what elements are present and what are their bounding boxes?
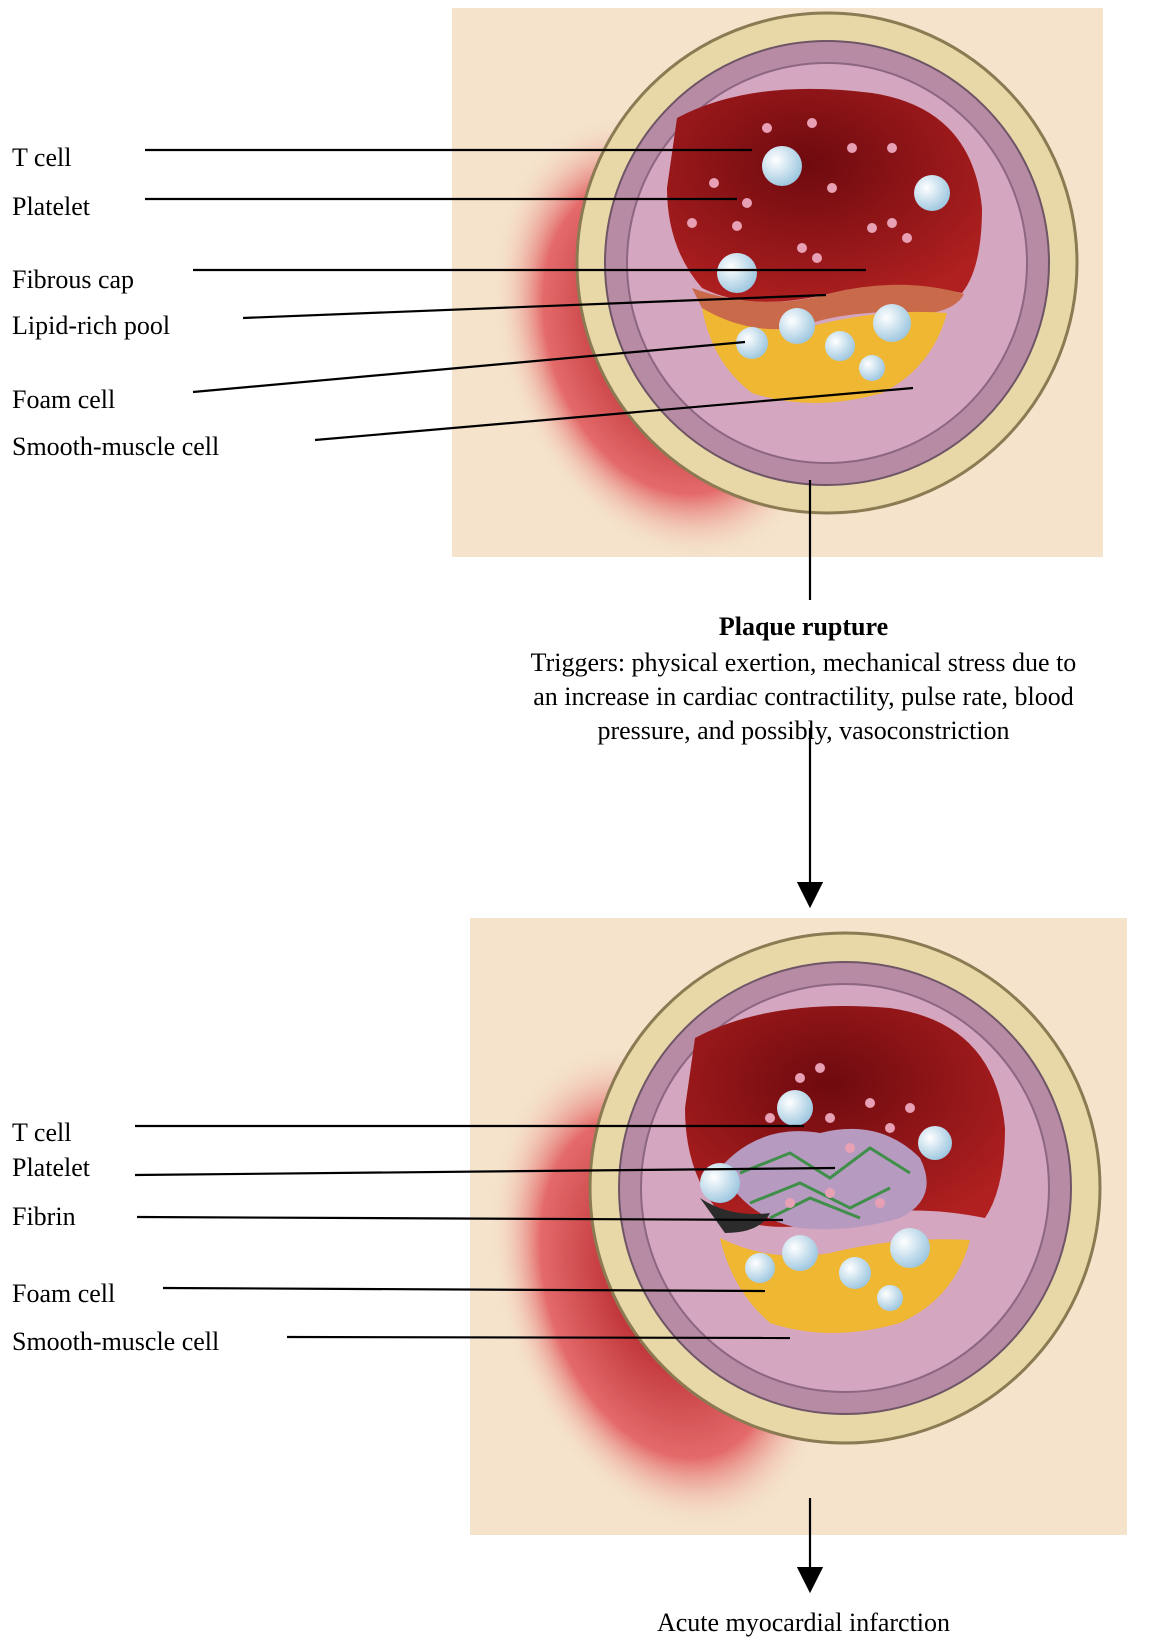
label-fibrous-cap: Fibrous cap [12,265,134,295]
label-t-cell-top: T cell [12,143,71,173]
label-lipid-pool: Lipid-rich pool [12,311,170,341]
triggers-line-2: an increase in cardiac contractility, pu… [452,680,1155,714]
label-platelet-bottom: Platelet [12,1153,90,1183]
label-fibrin: Fibrin [12,1202,76,1232]
t-cell [762,146,802,186]
artery-illustration-bottom [470,918,1127,1535]
label-foam-cell-bottom: Foam cell [12,1279,115,1309]
foam-cell [825,331,855,361]
foam-cell [873,304,911,342]
artery-cross-section-plaque [452,8,1103,557]
outcome-label: Acute myocardial infarction [452,1606,1155,1640]
foam-cell [736,327,768,359]
triggers-line-1: Triggers: physical exertion, mechanical … [452,646,1155,680]
t-cell [914,175,950,211]
label-platelet-top: Platelet [12,192,90,222]
triggers-line-3: pressure, and possibly, vasoconstriction [452,714,1155,748]
plaque-rupture-triggers: Triggers: physical exertion, mechanical … [452,646,1155,748]
artery-cross-section-thrombus [470,918,1127,1535]
label-smooth-muscle-top: Smooth-muscle cell [12,432,219,462]
artery-illustration-top [452,8,1103,557]
label-smooth-muscle-bottom: Smooth-muscle cell [12,1327,219,1357]
foam-cell [859,355,885,381]
t-cell [717,253,757,293]
foam-cell [779,308,815,344]
label-foam-cell-top: Foam cell [12,385,115,415]
plaque-rupture-title: Plaque rupture [452,610,1155,644]
label-t-cell-bottom: T cell [12,1118,71,1148]
